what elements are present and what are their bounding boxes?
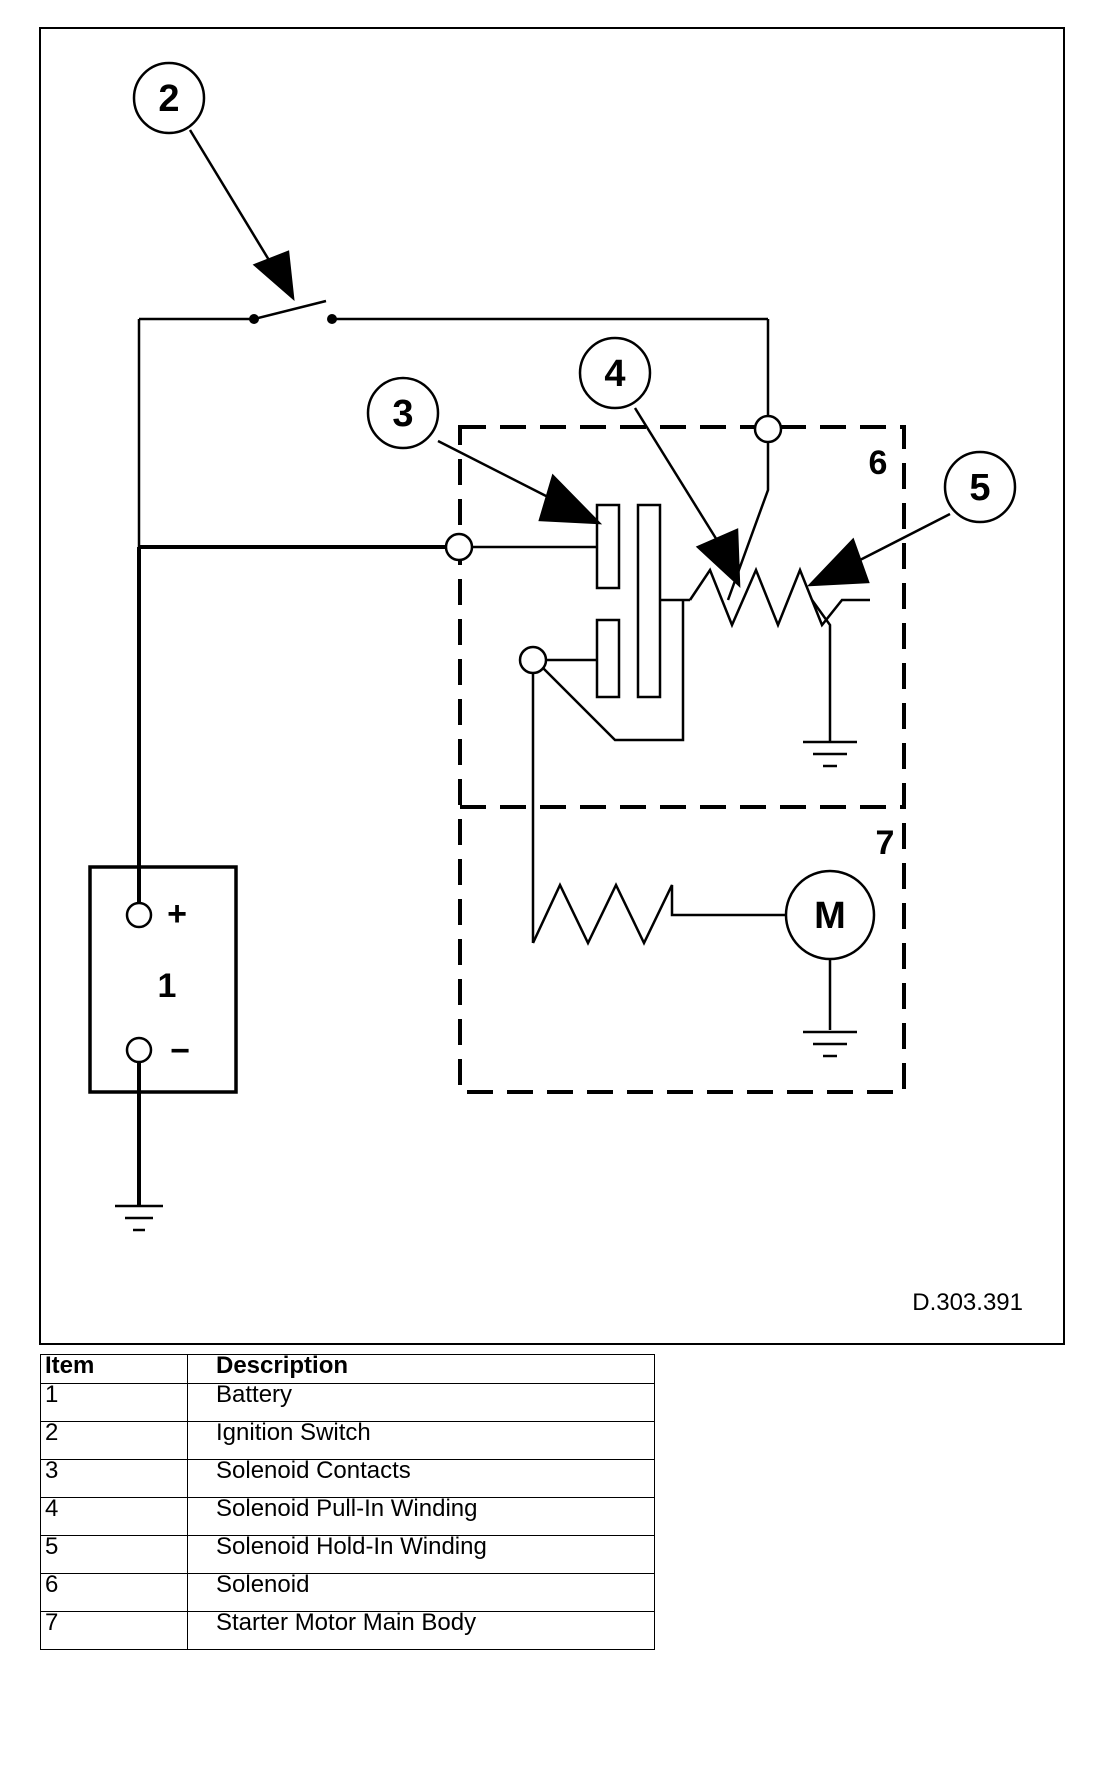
motor-label: M [814, 895, 846, 937]
legend-description: Solenoid Pull-In Winding [187, 1497, 655, 1536]
legend-description: Battery [187, 1383, 655, 1422]
region-7-label: 7 [876, 824, 895, 862]
callout-3-label: 3 [392, 393, 413, 435]
legend-item: 7 [40, 1611, 188, 1650]
callout-4: 4 [578, 336, 652, 410]
legend-description: Solenoid [187, 1573, 655, 1612]
wiring [137, 317, 870, 1205]
callout-3: 3 [366, 376, 440, 450]
ignition-switch [249, 299, 337, 324]
callout-5-label: 5 [969, 467, 990, 509]
drawing-reference: D.303.391 [912, 1289, 1023, 1316]
table-row: 3 Solenoid Contacts [40, 1459, 655, 1498]
ground-symbols [115, 740, 857, 1232]
legend-item: 5 [40, 1535, 188, 1574]
legend-header-item: Item [40, 1354, 188, 1384]
battery: + 1 − [88, 865, 238, 1094]
battery-number-label: 1 [158, 967, 177, 1005]
legend-description: Solenoid Hold-In Winding [187, 1535, 655, 1574]
callout-2: 2 [132, 61, 206, 135]
battery-plus-label: + [167, 895, 187, 933]
callout-4-label: 4 [604, 353, 625, 395]
legend-header-description: Description [187, 1354, 655, 1384]
legend-description: Solenoid Contacts [187, 1459, 655, 1498]
solenoid-boundary [458, 425, 906, 1094]
legend-item: 2 [40, 1421, 188, 1460]
callout-5: 5 [943, 450, 1017, 524]
table-row: 4 Solenoid Pull-In Winding [40, 1497, 655, 1536]
table-row: 2 Ignition Switch [40, 1421, 655, 1460]
table-row: 5 Solenoid Hold-In Winding [40, 1535, 655, 1574]
battery-minus-label: − [170, 1032, 190, 1070]
legend-item: 6 [40, 1573, 188, 1612]
legend-item: 1 [40, 1383, 188, 1422]
table-row: 6 Solenoid [40, 1573, 655, 1612]
legend-description: Starter Motor Main Body [187, 1611, 655, 1650]
callout-leaders [188, 129, 951, 588]
table-row: 1 Battery [40, 1383, 655, 1422]
solenoid-contacts [595, 503, 662, 699]
legend-header-row: Item Description [40, 1354, 655, 1384]
starter-motor: M [784, 869, 876, 961]
table-row: 7 Starter Motor Main Body [40, 1611, 655, 1650]
terminals [444, 414, 783, 675]
legend-description: Ignition Switch [187, 1421, 655, 1460]
legend-item: 4 [40, 1497, 188, 1536]
diagram-frame [39, 27, 1065, 1345]
legend-item: 3 [40, 1459, 188, 1498]
legend-table: Item Description 1 Battery 2 Ignition Sw… [40, 1354, 655, 1650]
callout-2-label: 2 [158, 78, 179, 120]
region-6-label: 6 [869, 444, 888, 482]
